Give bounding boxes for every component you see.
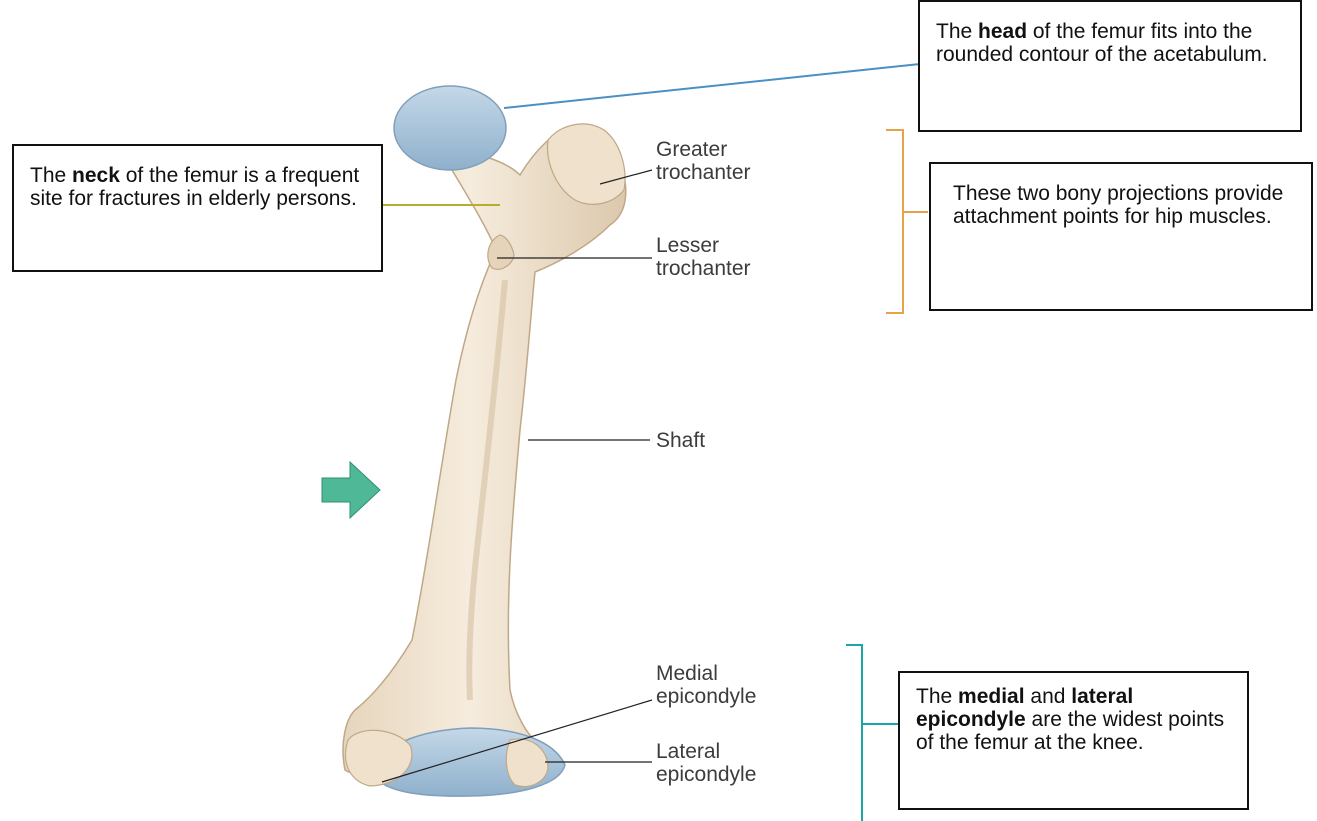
lateral-epicondyle-label: Lateral epicondyle (656, 740, 756, 786)
medial-epicondyle-line2: epicondyle (656, 685, 756, 708)
epicondyles-info-text: The medial and lateral epicondyle are th… (916, 685, 1224, 754)
neck-info-text: The neck of the femur is a frequent site… (30, 164, 359, 210)
neck-info-box: The neck of the femur is a frequent site… (12, 144, 383, 272)
trochanters-info-box: These two bony projections provide attac… (929, 162, 1313, 311)
epicondyle-bracket (846, 645, 898, 821)
medial-epicondyle-line1: Medial (656, 662, 718, 685)
medial-epicondyle-label: Medial epicondyle (656, 662, 756, 708)
lesser-trochanter-line1: Lesser (656, 234, 719, 257)
head-info-text: The head of the femur fits into the roun… (936, 20, 1268, 66)
lateral-epicondyle-line2: epicondyle (656, 763, 756, 786)
shaft-label: Shaft (656, 429, 705, 452)
lateral-epicondyle-line1: Lateral (656, 740, 720, 763)
head-info-box: The head of the femur fits into the roun… (918, 0, 1302, 132)
lesser-trochanter-line2: trochanter (656, 257, 751, 280)
trochanters-info-text: These two bony projections provide attac… (953, 182, 1283, 228)
greater-trochanter-label: Greater trochanter (656, 138, 751, 184)
greater-trochanter-line1: Greater (656, 138, 727, 161)
femoral-head (394, 86, 506, 170)
lesser-trochanter-label: Lesser trochanter (656, 234, 751, 280)
trochanter-bracket (886, 130, 928, 313)
green-arrow-icon (322, 462, 380, 518)
femur-shaft-outline (343, 125, 626, 776)
epicondyles-info-box: The medial and lateral epicondyle are th… (898, 671, 1249, 810)
femur-bone (343, 86, 626, 796)
greater-trochanter-line2: trochanter (656, 161, 751, 184)
head-leader-line (504, 64, 920, 108)
